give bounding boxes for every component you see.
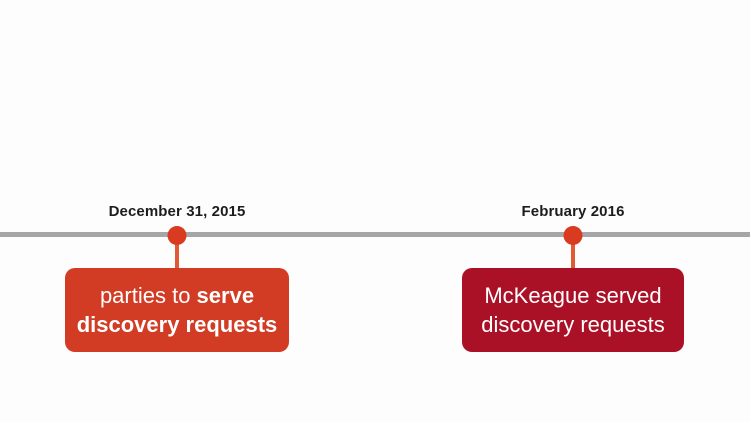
- timeline-dot: [563, 226, 583, 245]
- callout-text-line1: McKeague served: [484, 283, 662, 308]
- callout-text-regular: parties to: [99, 283, 197, 308]
- event-callout-box: McKeague served discovery requests: [462, 268, 684, 353]
- event-date-label: December 31, 2015: [108, 203, 246, 220]
- event-callout-box: parties to serve discovery requests: [65, 268, 289, 353]
- callout-text-line2: discovery requests: [481, 312, 665, 338]
- timeline-dot: [167, 226, 187, 245]
- callout-text-bold-line2: discovery requests: [76, 312, 278, 338]
- timeline-axis: [0, 232, 750, 237]
- event-date-label: February 2016: [521, 203, 625, 220]
- event-connector-line: [571, 240, 575, 270]
- event-connector-line: [175, 240, 179, 270]
- callout-text-bold: serve: [196, 283, 255, 308]
